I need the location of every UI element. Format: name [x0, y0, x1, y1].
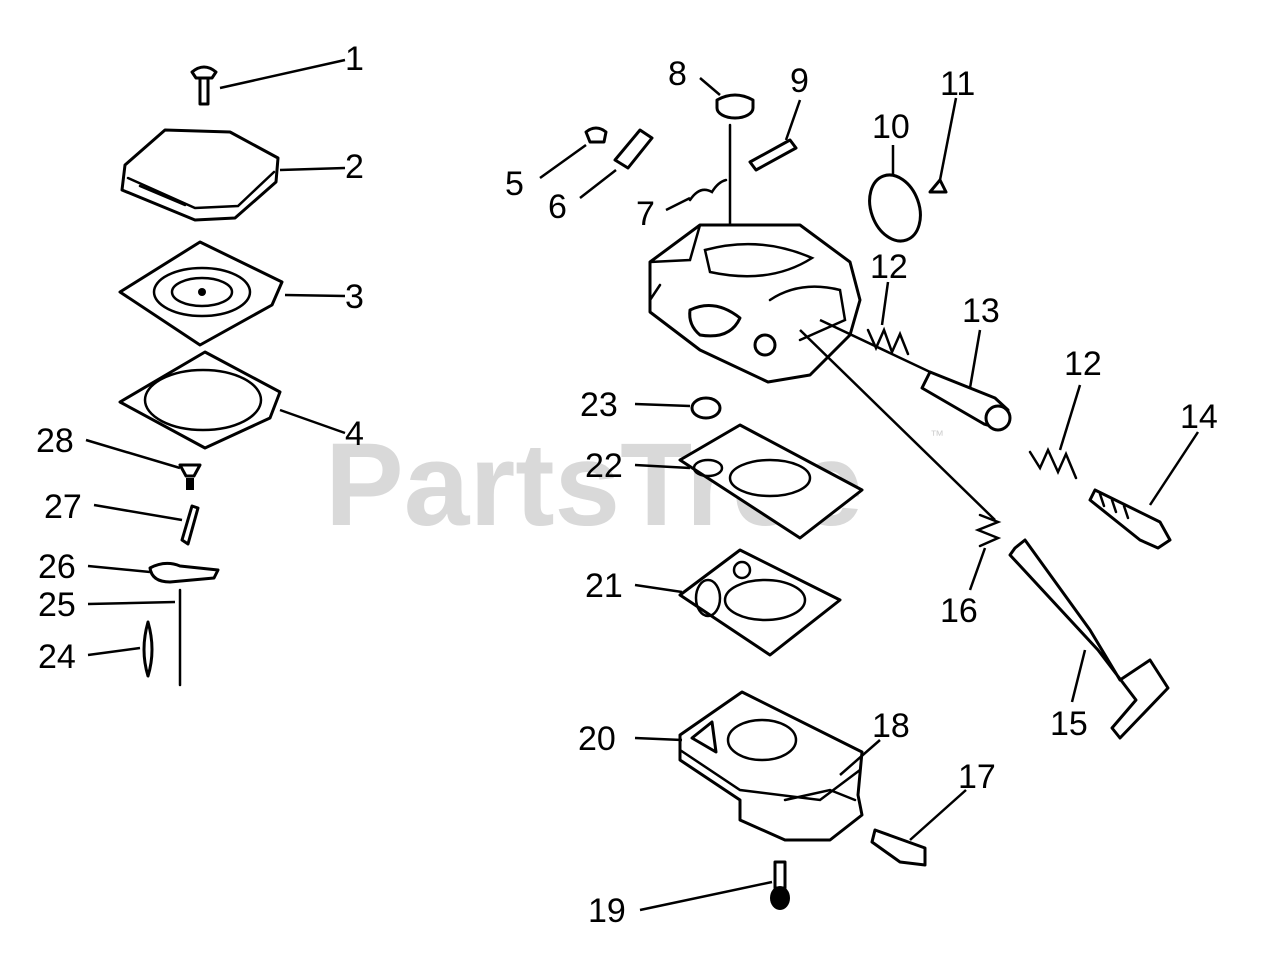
callout-5: 5 — [505, 165, 524, 203]
part-screw-1 — [190, 65, 218, 106]
part-pin-9 — [748, 138, 798, 172]
callout-8: 8 — [668, 55, 687, 93]
callout-7: 7 — [636, 195, 655, 233]
callout-13: 13 — [962, 292, 1000, 330]
callout-6: 6 — [548, 188, 567, 226]
part-spring-12b — [1028, 446, 1078, 480]
part-spring-16 — [974, 513, 1002, 548]
callout-15: 15 — [1050, 705, 1088, 743]
part-fitting-6 — [613, 128, 654, 170]
part-needle-screw-14 — [1088, 488, 1172, 550]
leader-lines — [85, 58, 1200, 912]
callout-28: 28 — [36, 422, 74, 460]
part-throttle-shaft-15 — [1008, 538, 1170, 740]
callout-labels: 1 2 3 4 5 6 7 8 9 10 11 12 12 13 14 15 1… — [36, 40, 1218, 930]
part-screw-17 — [870, 828, 927, 867]
callout-27: 27 — [44, 488, 82, 526]
part-gasket-22 — [678, 423, 864, 540]
part-needle-24 — [142, 620, 154, 678]
callout-18: 18 — [872, 707, 910, 745]
part-pin-27 — [180, 504, 200, 546]
callout-21: 21 — [585, 567, 623, 605]
callout-25: 25 — [38, 586, 76, 624]
callout-23: 23 — [580, 386, 618, 424]
guide-line-16 — [799, 329, 996, 521]
part-screw-11 — [928, 178, 948, 194]
part-screw-19 — [770, 860, 790, 910]
callout-11: 11 — [940, 65, 975, 103]
callout-26: 26 — [38, 548, 76, 586]
part-disc-10 — [868, 173, 922, 243]
callout-10: 10 — [872, 108, 910, 146]
part-cover-2 — [120, 128, 280, 222]
callout-2: 2 — [345, 148, 364, 186]
callout-12a: 12 — [870, 248, 908, 286]
part-spring-7 — [688, 178, 728, 202]
part-lever-26 — [148, 561, 220, 584]
callout-4: 4 — [345, 415, 364, 453]
watermark-trademark: ™ — [930, 427, 944, 443]
part-pump-body-20 — [678, 690, 864, 842]
part-needle-screw-13 — [920, 370, 1012, 432]
callout-19: 19 — [588, 892, 626, 930]
part-clip-5 — [584, 126, 608, 144]
part-cap-8 — [715, 93, 755, 120]
callout-14: 14 — [1180, 398, 1218, 436]
callout-17: 17 — [958, 758, 996, 796]
callout-12b: 12 — [1064, 345, 1102, 383]
part-diaphragm-3 — [118, 240, 284, 347]
part-gasket-4 — [118, 350, 282, 450]
part-plug-23 — [690, 396, 722, 420]
part-spring-12a — [866, 326, 910, 356]
part-gasket-21 — [678, 548, 842, 657]
callout-22: 22 — [585, 447, 623, 485]
callout-9: 9 — [790, 62, 809, 100]
part-carburetor-body — [648, 223, 862, 384]
callout-3: 3 — [345, 278, 364, 316]
callout-16: 16 — [940, 592, 978, 630]
callout-24: 24 — [38, 638, 76, 676]
part-screw-28 — [178, 463, 202, 490]
callout-1: 1 — [345, 40, 364, 78]
callout-20: 20 — [578, 720, 616, 758]
